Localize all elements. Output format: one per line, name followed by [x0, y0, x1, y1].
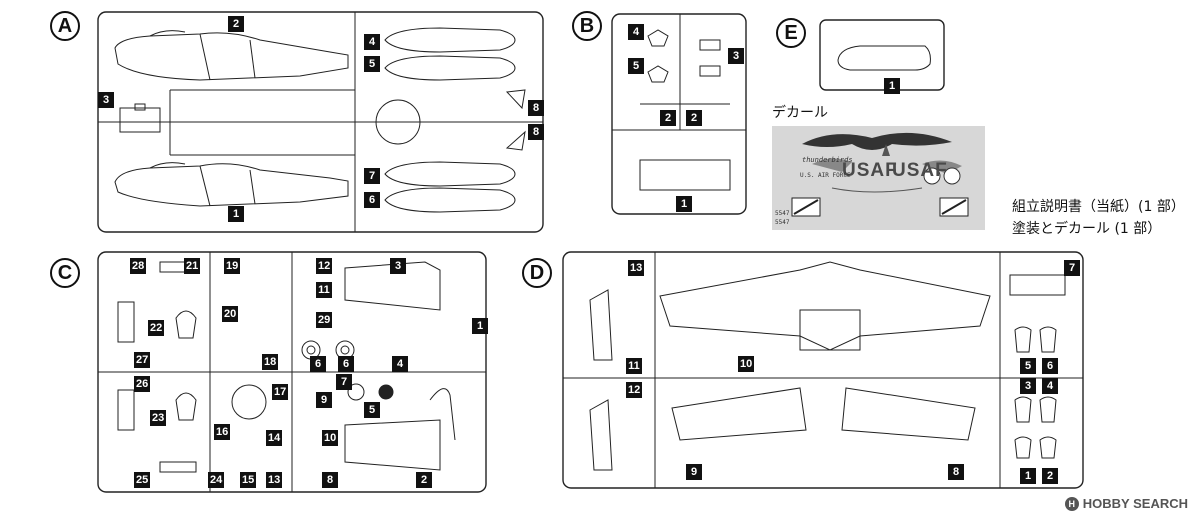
instructions-contents-line: 組立説明書（当紙）(1 部） [1012, 199, 1185, 215]
part-number-badge: 8 [322, 472, 338, 488]
part-number-badge: 1 [472, 318, 488, 334]
part-number-badge: 22 [148, 320, 165, 336]
part-number-badge: 11 [316, 282, 332, 298]
part-number-badge: 6 [338, 356, 354, 372]
decal-thunderbirds: thunderbirds [802, 156, 853, 164]
part-number-badge: 8 [948, 464, 964, 480]
part-number-badge: 4 [1042, 378, 1058, 394]
watermark-text: HOBBY SEARCH [1082, 496, 1188, 511]
part-number-badge: 16 [214, 424, 231, 440]
part-number-badge: 1 [1020, 468, 1036, 484]
part-number-badge: 4 [364, 34, 380, 50]
sprue-e-letter: E [784, 21, 798, 44]
part-number-badge: 21 [184, 258, 201, 274]
part-number-badge: 2 [660, 110, 676, 126]
part-number-badge: 6 [310, 356, 326, 372]
sprue-e-marker: E [776, 18, 806, 48]
part-number-badge: 20 [222, 306, 239, 322]
part-number-badge: 10 [322, 430, 339, 446]
part-number-badge: 1 [676, 196, 692, 212]
part-number-badge: 25 [134, 472, 151, 488]
part-number-badge: 2 [416, 472, 432, 488]
part-number-badge: 4 [628, 24, 644, 40]
part-number-badge: 8 [528, 124, 544, 140]
sprue-e-frame [819, 19, 945, 91]
sprue-c-marker: C [50, 258, 80, 288]
sprue-a-fuselage-upper [114, 30, 349, 81]
part-number-badge: 2 [1042, 468, 1058, 484]
part-number-badge: 17 [272, 384, 289, 400]
part-number-badge: 6 [1042, 358, 1058, 374]
part-number-badge: 9 [316, 392, 332, 408]
decal-usaf-left: USAF [842, 160, 898, 181]
part-number-badge: 11 [626, 358, 642, 374]
part-number-badge: 9 [686, 464, 702, 480]
sprue-a-part3-box [119, 103, 161, 133]
part-number-badge: 3 [1020, 378, 1036, 394]
sprue-a-fuselage-lower [114, 162, 349, 207]
part-number-badge: 10 [738, 356, 755, 372]
part-number-badge: 7 [364, 168, 380, 184]
part-number-badge: 7 [336, 374, 352, 390]
part-number-badge: 15 [240, 472, 257, 488]
sprue-d-frame [562, 251, 1084, 489]
part-number-badge: 5 [364, 402, 380, 418]
decal-label: デカール [772, 105, 828, 121]
sprue-b-letter: B [579, 14, 595, 37]
sprue-d-marker: D [522, 258, 552, 288]
part-number-badge: 5 [364, 56, 380, 72]
sprue-b-frame [611, 13, 747, 215]
part-number-badge: 14 [266, 430, 283, 446]
part-number-badge: 5 [1020, 358, 1036, 374]
watermark: H HOBBY SEARCH [1064, 496, 1188, 511]
part-number-badge: 2 [228, 16, 244, 32]
decal-serial-a: 5547 [775, 210, 790, 217]
decal-artwork [791, 132, 969, 217]
part-number-badge: 18 [262, 354, 279, 370]
hobby-search-logo-icon: H [1064, 496, 1079, 511]
sprue-c-letter: C [57, 261, 73, 284]
part-number-badge: 1 [228, 206, 244, 222]
part-number-badge: 13 [628, 260, 645, 276]
sprue-a-droptanks [384, 27, 526, 213]
sprue-b-marker: B [572, 11, 602, 41]
part-number-badge: 4 [392, 356, 408, 372]
sprue-a-letter: A [57, 14, 73, 37]
sprue-c-frame [97, 251, 487, 493]
part-number-badge: 13 [266, 472, 283, 488]
part-number-badge: 2 [686, 110, 702, 126]
sprue-d-letter: D [529, 261, 545, 284]
sprue-a-frame [97, 11, 544, 233]
decal-sheet: USAF USAF U.S. AIR FORCE thunderbirds 55… [772, 126, 985, 230]
part-number-badge: 1 [884, 78, 900, 94]
part-number-badge: 12 [316, 258, 333, 274]
part-number-badge: 3 [728, 48, 744, 64]
sprue-a-marker: A [50, 11, 80, 41]
painting-contents-line: 塗装とデカール (1 部） [1012, 221, 1162, 237]
decal-us-air-force: U.S. AIR FORCE [800, 172, 851, 179]
decal-serial-b: 5547 [775, 219, 790, 226]
part-number-badge: 27 [134, 352, 151, 368]
part-number-badge: 19 [224, 258, 241, 274]
part-number-badge: 3 [98, 92, 114, 108]
part-number-badge: 24 [208, 472, 225, 488]
part-number-badge: 8 [528, 100, 544, 116]
part-number-badge: 3 [390, 258, 406, 274]
part-number-badge: 29 [316, 312, 333, 328]
part-number-badge: 28 [130, 258, 147, 274]
decal-usaf-right: USAF [892, 160, 948, 181]
part-number-badge: 23 [150, 410, 167, 426]
part-number-badge: 12 [626, 382, 643, 398]
part-number-badge: 5 [628, 58, 644, 74]
part-number-badge: 6 [364, 192, 380, 208]
part-number-badge: 26 [134, 376, 151, 392]
part-number-badge: 7 [1064, 260, 1080, 276]
